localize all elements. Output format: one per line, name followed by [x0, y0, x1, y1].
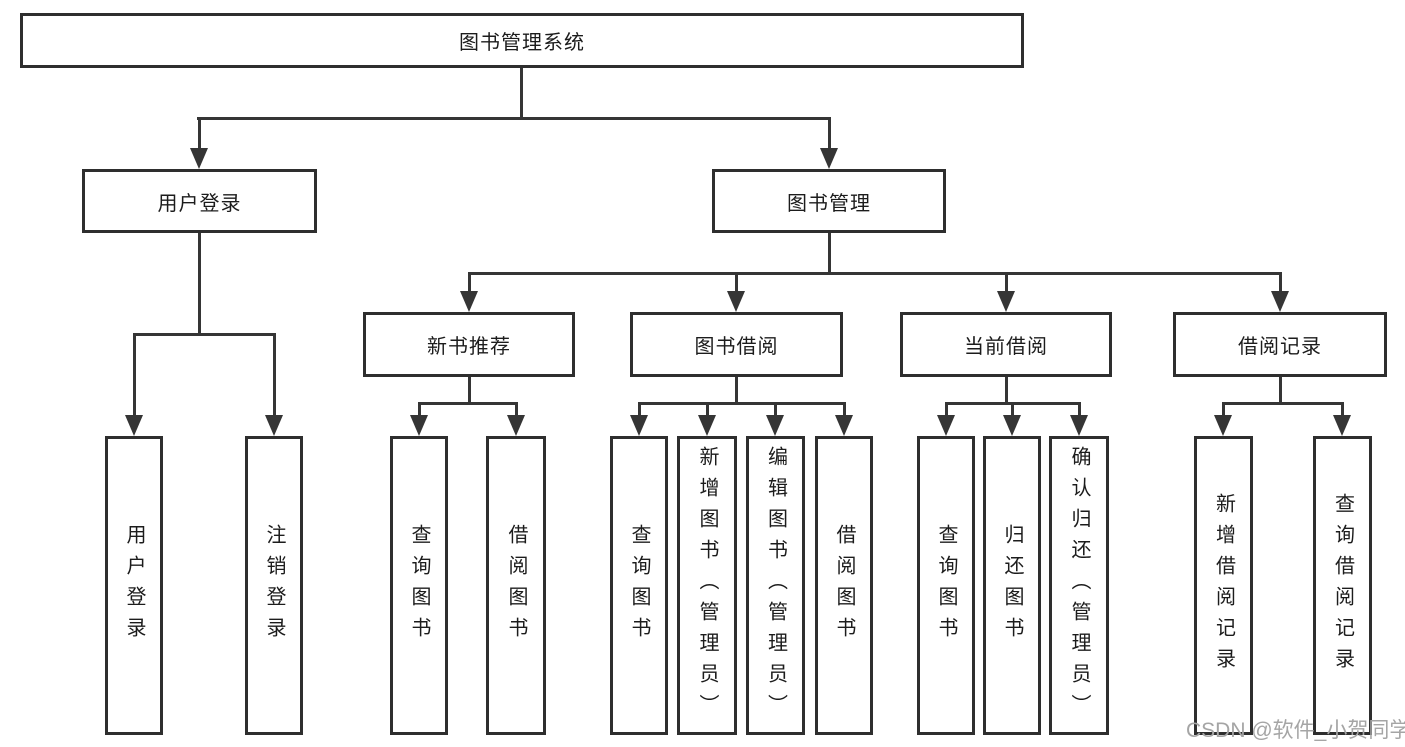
node-label: 借阅记录	[1238, 336, 1322, 358]
node-label: 查询图书	[628, 523, 650, 648]
node-label: 注销登录	[263, 523, 285, 648]
connector-line	[468, 272, 471, 294]
arrow-down-icon	[507, 415, 525, 436]
node-label: 借阅图书	[505, 523, 527, 648]
connector-line	[735, 272, 738, 294]
arrow-down-icon	[1070, 415, 1088, 436]
node-user-login: 用户登录	[82, 169, 317, 233]
connector-line	[1005, 377, 1008, 405]
node-label: 借阅图书	[833, 523, 855, 648]
connector-line	[945, 402, 948, 418]
arrow-down-icon	[1271, 291, 1289, 312]
arrow-down-icon	[630, 415, 648, 436]
leaf-add-borrow-record: 新增借阅记录	[1194, 436, 1253, 735]
connector-line	[828, 233, 831, 275]
connector-line	[735, 377, 738, 405]
csdn-watermark: CSDN @软件_小贺同学	[1186, 719, 1405, 742]
node-label: 确认归还（管理员）	[1068, 446, 1090, 725]
leaf-return-books: 归还图书	[983, 436, 1041, 735]
arrow-down-icon	[727, 291, 745, 312]
node-label: 新增借阅记录	[1212, 492, 1235, 679]
node-label: 查询借阅记录	[1331, 492, 1354, 679]
node-label: 查询图书	[408, 523, 430, 648]
connector-line	[638, 402, 845, 405]
arrow-down-icon	[1214, 415, 1232, 436]
node-label: 用户登录	[157, 192, 242, 215]
node-book-management-system: 图书管理系统	[20, 13, 1024, 68]
node-new-book-recommendation: 新书推荐	[363, 312, 575, 377]
connector-line	[198, 117, 201, 151]
connector-line	[133, 333, 136, 418]
node-book-management: 图书管理	[712, 169, 946, 233]
leaf-query-borrow-record: 查询借阅记录	[1313, 436, 1372, 735]
arrow-down-icon	[1333, 415, 1351, 436]
connector-line	[515, 402, 518, 418]
arrow-down-icon	[190, 148, 208, 169]
connector-line	[1341, 402, 1344, 418]
connector-line	[418, 402, 517, 405]
connector-line	[1005, 272, 1008, 294]
leaf-user-login: 用户登录	[105, 436, 163, 735]
connector-line	[1222, 402, 1225, 418]
leaf-confirm-return-admin: 确认归还（管理员）	[1049, 436, 1109, 735]
node-label: 新增图书（管理员）	[696, 446, 718, 725]
connector-line	[1279, 377, 1282, 405]
connector-line	[197, 117, 831, 120]
connector-line	[706, 402, 709, 418]
node-label: 图书管理	[787, 192, 871, 215]
node-label: 用户登录	[123, 523, 145, 648]
arrow-down-icon	[460, 291, 478, 312]
leaf-borrow-books: 借阅图书	[486, 436, 546, 735]
leaf-query-books: 查询图书	[917, 436, 975, 735]
connector-line	[520, 68, 523, 119]
connector-line	[1222, 402, 1343, 405]
leaf-query-books: 查询图书	[610, 436, 668, 735]
arrow-down-icon	[820, 148, 838, 169]
arrow-down-icon	[1003, 415, 1021, 436]
connector-line	[273, 333, 276, 418]
connector-line	[468, 377, 471, 405]
leaf-add-books-admin: 新增图书（管理员）	[677, 436, 737, 735]
node-label: 编辑图书（管理员）	[764, 446, 787, 725]
connector-line	[418, 402, 421, 418]
connector-line	[843, 402, 846, 418]
node-label: 归还图书	[1001, 523, 1023, 648]
arrow-down-icon	[265, 415, 283, 436]
leaf-query-books: 查询图书	[390, 436, 448, 735]
arrow-down-icon	[835, 415, 853, 436]
connector-line	[1279, 272, 1282, 294]
node-borrowing-records: 借阅记录	[1173, 312, 1387, 377]
node-current-borrowing: 当前借阅	[900, 312, 1112, 377]
node-label: 图书管理系统	[459, 32, 585, 54]
arrow-down-icon	[766, 415, 784, 436]
connector-line	[1078, 402, 1081, 418]
leaf-logout: 注销登录	[245, 436, 303, 735]
connector-line	[198, 233, 201, 335]
node-label: 当前借阅	[964, 336, 1048, 358]
arrow-down-icon	[125, 415, 143, 436]
leaf-edit-books-admin: 编辑图书（管理员）	[746, 436, 805, 735]
connector-line	[828, 117, 831, 151]
leaf-borrow-books: 借阅图书	[815, 436, 873, 735]
connector-line	[638, 402, 641, 418]
arrow-down-icon	[698, 415, 716, 436]
connector-line	[133, 333, 275, 336]
arrow-down-icon	[937, 415, 955, 436]
connector-line	[1011, 402, 1014, 418]
arrow-down-icon	[997, 291, 1015, 312]
node-label: 查询图书	[935, 523, 957, 648]
connector-line	[774, 402, 777, 418]
node-book-borrowing: 图书借阅	[630, 312, 843, 377]
node-label: 新书推荐	[427, 336, 511, 358]
connector-line	[468, 272, 1281, 275]
node-label: 图书借阅	[694, 336, 779, 358]
arrow-down-icon	[410, 415, 428, 436]
